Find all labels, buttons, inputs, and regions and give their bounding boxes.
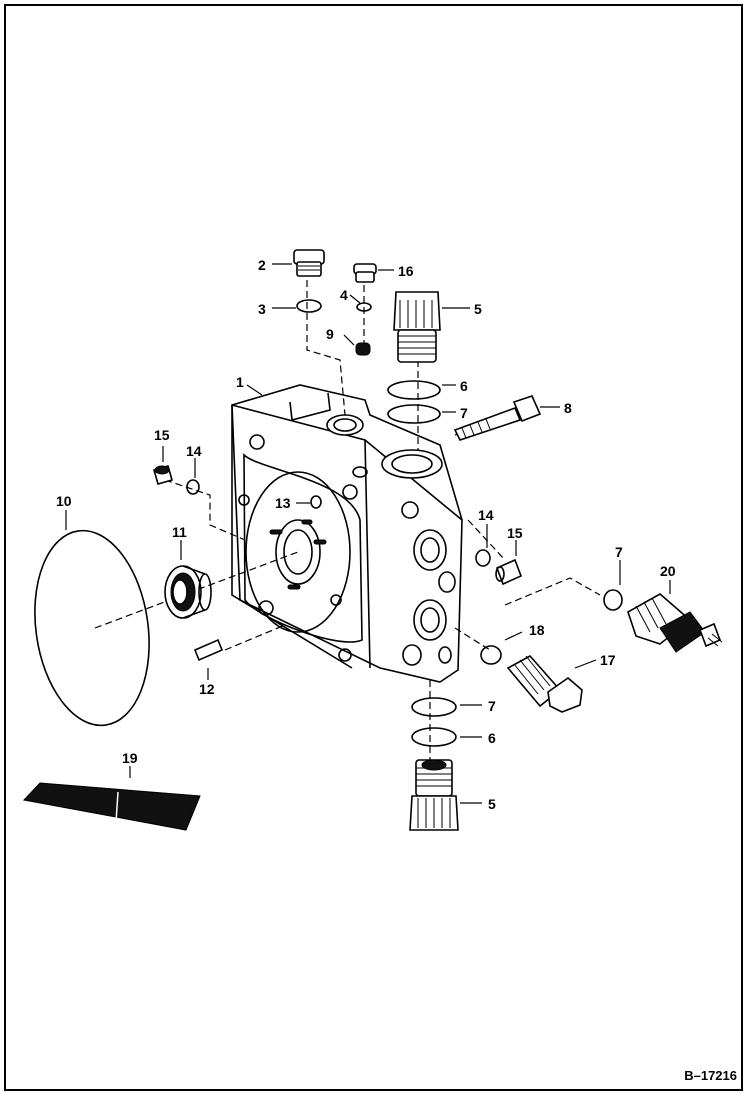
pin-part-12 [193, 638, 224, 662]
callout-18: 18 [529, 622, 545, 638]
callout-2: 2 [258, 257, 266, 273]
plug-part-16 [353, 263, 377, 283]
callout-19: 19 [122, 750, 138, 766]
callout-10: 10 [56, 493, 72, 509]
cartridge-part-5-bottom [409, 759, 459, 831]
large-o-ring-part-10 [34, 529, 150, 727]
plug-part-2 [293, 249, 325, 277]
callout-3: 3 [258, 301, 266, 317]
leader-lines [65, 263, 671, 804]
callout-17: 17 [600, 652, 616, 668]
part-9 [355, 342, 371, 356]
o-ring-part-18 [480, 645, 502, 665]
o-ring-part-7-top [387, 404, 441, 424]
callout-20: 20 [660, 563, 676, 579]
o-ring-part-3 [296, 299, 322, 313]
callout-7-right: 7 [615, 544, 623, 560]
callout-6-top: 6 [460, 378, 468, 394]
callout-5-bottom: 5 [488, 796, 496, 812]
o-ring-part-7-right [603, 589, 623, 611]
o-ring-part-6-bottom [411, 727, 457, 747]
ring-part-14-left [186, 479, 200, 495]
housing-part [231, 384, 463, 683]
o-ring-part-7-bottom [411, 697, 457, 717]
ring-part-4 [356, 302, 372, 312]
bearing-part-11 [164, 565, 212, 619]
callout-13: 13 [275, 495, 291, 511]
decal-part-19 [23, 782, 201, 831]
callout-1: 1 [236, 374, 244, 390]
valve-part-20 [627, 593, 723, 653]
callout-15-right: 15 [507, 525, 523, 541]
ring-part-14-right [475, 549, 491, 567]
plug-part-15-left [153, 465, 173, 485]
drawing-reference-code: B–17216 [684, 1068, 737, 1083]
callout-15-left: 15 [154, 427, 170, 443]
callout-labels: 2 3 16 4 5 6 7 8 9 1 15 14 10 11 12 13 1… [56, 257, 676, 812]
callout-14-left: 14 [186, 443, 202, 459]
callout-6-bottom: 6 [488, 730, 496, 746]
callout-4: 4 [340, 287, 348, 303]
callout-5-top: 5 [474, 301, 482, 317]
callout-7-bottom: 7 [488, 698, 496, 714]
callout-9: 9 [326, 326, 334, 342]
plug-part-15-right [495, 558, 523, 586]
cartridge-part-5-top [393, 291, 441, 363]
ring-part-13 [310, 495, 322, 509]
callout-7-top: 7 [460, 405, 468, 421]
callout-12: 12 [199, 681, 215, 697]
relief-valve-part-17 [506, 654, 583, 713]
o-ring-part-6-top [387, 380, 441, 400]
callout-8: 8 [564, 400, 572, 416]
callout-14-right: 14 [478, 507, 494, 523]
callout-11: 11 [172, 524, 187, 540]
callout-16: 16 [398, 263, 414, 279]
bolt-part-8 [453, 395, 542, 441]
